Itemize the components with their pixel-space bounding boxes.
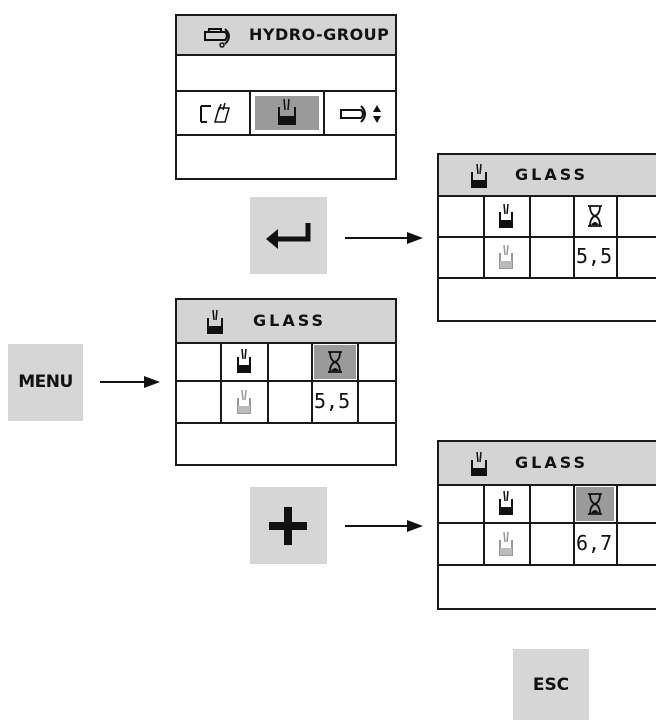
row-divider	[439, 236, 656, 238]
row-divider	[439, 522, 656, 524]
screen-header: GLASS	[439, 442, 656, 486]
col-divider	[483, 195, 485, 279]
col-divider	[311, 342, 313, 424]
screen-title: GLASS	[253, 311, 327, 330]
enter-arrow-icon	[266, 223, 311, 249]
glass-faded-icon	[499, 531, 513, 556]
screen-header: GLASS	[439, 155, 656, 197]
arrow-enter-to-glass	[345, 232, 423, 244]
hourglass-icon[interactable]	[586, 204, 604, 228]
row-divider	[439, 277, 656, 279]
esc-key[interactable]: ESC	[513, 649, 589, 720]
col-divider	[616, 484, 618, 566]
screen-header: GLASS	[177, 300, 395, 344]
plus-icon	[269, 507, 307, 545]
esc-key-label: ESC	[532, 675, 570, 695]
screen-title: GLASS	[515, 165, 589, 184]
glass-value: 6,7	[576, 531, 613, 555]
row-divider	[177, 134, 395, 136]
row-divider	[177, 90, 395, 92]
hydro-group-screen: HYDRO-GROUP	[175, 14, 397, 180]
glass-value: 5,5	[314, 389, 351, 413]
plus-key[interactable]	[250, 487, 327, 564]
glass-screen-menu: GLASS 5,5	[175, 298, 397, 466]
glass-screen-enter: GLASS 5,5	[437, 153, 656, 322]
glass-icon	[471, 451, 487, 476]
menu-key[interactable]: MENU	[8, 344, 83, 421]
screen-title: HYDRO-GROUP	[249, 25, 390, 44]
hourglass-icon[interactable]	[326, 350, 344, 374]
menu-key-label: MENU	[18, 372, 73, 392]
arrow-menu-to-glass	[100, 376, 160, 388]
glass-icon	[207, 309, 223, 334]
glass-icon	[237, 348, 251, 373]
glass-value: 5,5	[576, 244, 613, 268]
col-divider	[323, 90, 325, 136]
screen-title: GLASS	[515, 453, 589, 472]
hourglass-icon[interactable]	[586, 492, 604, 516]
col-divider	[529, 484, 531, 566]
col-divider	[220, 342, 222, 424]
col-divider	[249, 90, 251, 136]
hydro-group-up-down-icon[interactable]	[337, 100, 389, 128]
row-divider	[439, 564, 656, 566]
col-divider	[357, 342, 359, 424]
col-divider	[616, 195, 618, 279]
col-divider	[483, 484, 485, 566]
glass-faded-icon	[237, 389, 251, 414]
hydro-group-icon	[204, 28, 230, 48]
glass-icon	[499, 203, 513, 228]
glass-screen-plus: GLASS 6,7	[437, 440, 656, 610]
col-divider	[267, 342, 269, 424]
glass-icon	[471, 163, 487, 188]
enter-key[interactable]	[250, 197, 327, 274]
col-divider	[573, 195, 575, 279]
glass-faded-icon	[499, 244, 513, 269]
row-divider	[177, 380, 395, 382]
wash-icons[interactable]	[197, 100, 233, 128]
row-divider	[177, 422, 395, 424]
glass-icon	[499, 490, 513, 515]
arrow-plus-to-glass	[345, 520, 423, 532]
glass-icon[interactable]	[275, 97, 299, 127]
screen-header: HYDRO-GROUP	[177, 16, 395, 56]
col-divider	[529, 195, 531, 279]
col-divider	[573, 484, 575, 566]
